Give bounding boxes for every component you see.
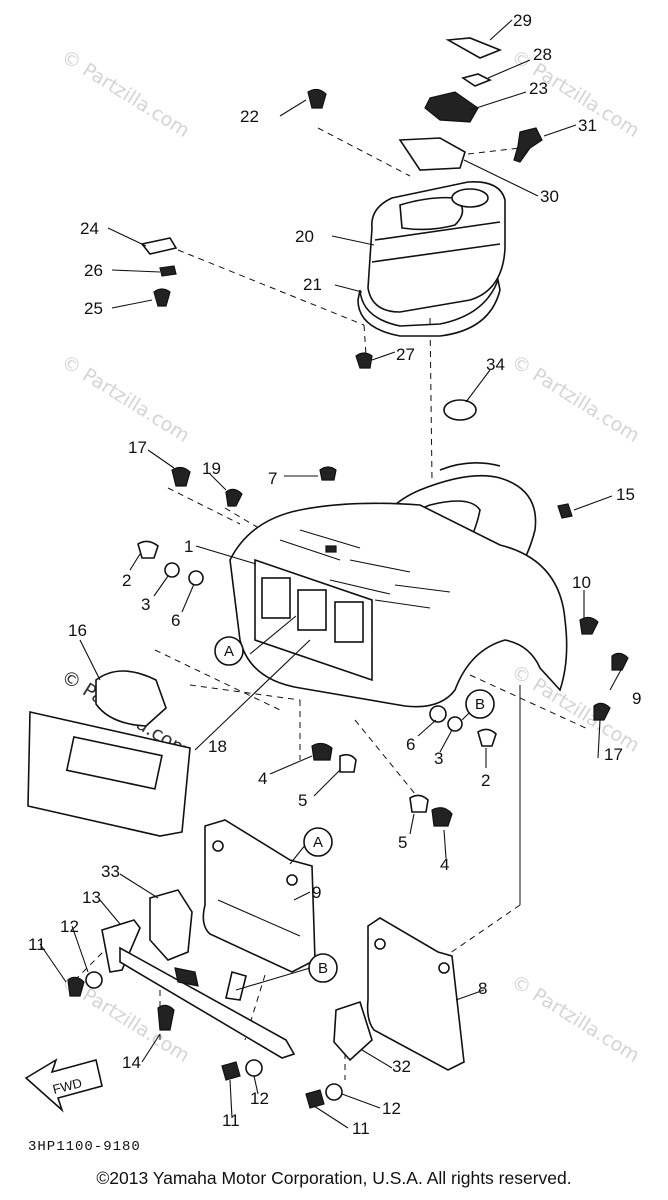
- part-number: 33: [101, 862, 120, 881]
- part-number: 22: [240, 107, 259, 126]
- part-number: 9: [312, 883, 321, 902]
- part-number: 3: [141, 595, 150, 614]
- part-number: 8: [478, 979, 487, 998]
- watermark: © Partzilla.com: [507, 351, 643, 447]
- rear-storage-cover: [357, 181, 506, 337]
- part-number: 11: [28, 935, 46, 954]
- part-number: 31: [578, 116, 597, 135]
- part-number: 19: [202, 459, 221, 478]
- mud-flap-right: [366, 917, 465, 1071]
- part-number: 32: [392, 1057, 411, 1076]
- copyright-notice: ©2013 Yamaha Motor Corporation, U.S.A. A…: [96, 1168, 572, 1188]
- part-number: 26: [84, 261, 103, 280]
- part-number: 10: [572, 573, 591, 592]
- tail-light: [27, 670, 191, 837]
- reference-circles: A B A B: [214, 636, 495, 983]
- diagram-code: 3HP1100-9180: [28, 1139, 141, 1155]
- part-number: 20: [295, 227, 314, 246]
- part-number: 16: [68, 621, 87, 640]
- assembly-lines: [69, 127, 591, 1080]
- reference-letter: B: [318, 960, 328, 977]
- part-number: 24: [80, 219, 99, 238]
- part-number: 17: [604, 745, 623, 764]
- part-number: 28: [533, 45, 552, 64]
- watermark: © Partzilla.com: [57, 351, 193, 447]
- part-number: 21: [303, 275, 322, 294]
- watermark: © Partzilla.com: [507, 46, 643, 142]
- leader-lines: [39, 19, 623, 1129]
- part-number: 18: [208, 737, 227, 756]
- watermark: © Partzilla.com: [507, 971, 643, 1067]
- part-number: 2: [481, 771, 490, 790]
- part-number: 1: [184, 537, 193, 556]
- top-bracket-parts: [307, 37, 543, 171]
- reference-letter: A: [313, 834, 323, 851]
- reference-letter: B: [475, 696, 485, 713]
- part-number: 30: [540, 187, 559, 206]
- part-number: 12: [382, 1099, 401, 1118]
- part-number: 23: [529, 79, 548, 98]
- part-number: 29: [513, 11, 532, 30]
- part-number: 6: [406, 735, 415, 754]
- rear-fender: [229, 466, 573, 708]
- watermark: © Partzilla.com: [507, 661, 643, 757]
- part-number: 34: [486, 355, 505, 374]
- rubber-dampers: [311, 742, 453, 827]
- fwd-arrow: FWD: [24, 1058, 103, 1113]
- watermark: © Partzilla.com: [57, 46, 193, 142]
- part-number: 3: [434, 749, 443, 768]
- part-number: 27: [396, 345, 415, 364]
- part-number: 17: [128, 438, 147, 457]
- reference-letter: A: [224, 643, 234, 660]
- part-number: 4: [258, 769, 267, 788]
- part-number: 4: [440, 855, 449, 874]
- part-number: 11: [222, 1111, 240, 1130]
- part-number: 11: [352, 1119, 370, 1138]
- part-number: 12: [250, 1089, 269, 1108]
- exploded-view-drawing: © Partzilla.com © Partzilla.com © Partzi…: [24, 11, 643, 1138]
- side-fasteners: [137, 466, 629, 747]
- part-number: 12: [60, 917, 79, 936]
- part-number: 9: [632, 689, 641, 708]
- flap-brackets: [67, 889, 373, 1109]
- part-number: 7: [268, 469, 277, 488]
- part-number-labels: 29 28 23 22 31 30 24 20 26 21 25 27 34 1…: [28, 11, 641, 1138]
- part-number: 13: [82, 888, 101, 907]
- part-number: 14: [122, 1053, 141, 1072]
- fwd-label: FWD: [51, 1075, 83, 1097]
- part-number: 2: [122, 571, 131, 590]
- part-number: 5: [298, 791, 307, 810]
- part-number: 25: [84, 299, 103, 318]
- part-number: 5: [398, 833, 407, 852]
- part-number: 6: [171, 611, 180, 630]
- mud-flap-left: [202, 819, 316, 973]
- part-number: 15: [616, 485, 635, 504]
- small-fasteners-left: [140, 237, 477, 421]
